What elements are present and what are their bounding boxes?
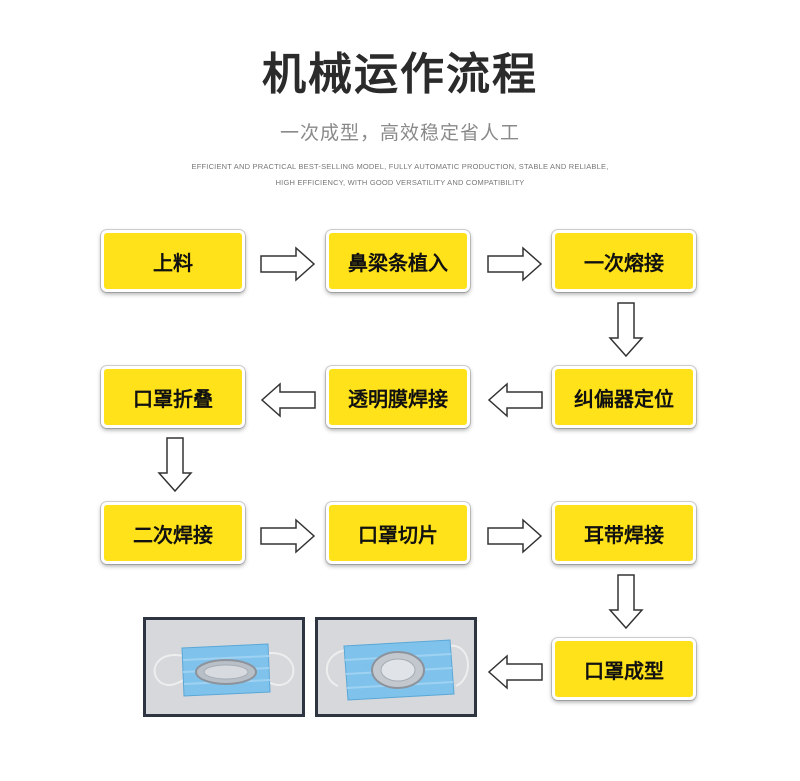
mask-product-photo-front bbox=[143, 617, 305, 717]
page-title: 机械运作流程 bbox=[262, 49, 538, 100]
down-arrow-icon bbox=[157, 437, 193, 493]
right-arrow-icon bbox=[487, 246, 543, 282]
right-arrow-icon bbox=[260, 246, 316, 282]
step-transparent-film-welding: 透明膜焊接 bbox=[326, 366, 470, 428]
page-subtitle: 一次成型，高效稳定省人工 bbox=[279, 122, 520, 144]
step-mask-forming: 口罩成型 bbox=[552, 638, 696, 700]
left-arrow-icon bbox=[487, 382, 543, 418]
step-deviation-corrector-positioning: 纠偏器定位 bbox=[552, 366, 696, 428]
mask-product-photo-angled bbox=[315, 617, 477, 717]
english-description-line-2: HIGH EFFICIENCY, WITH GOOD VERSATILITY A… bbox=[275, 178, 525, 187]
step-first-welding: 一次熔接 bbox=[552, 230, 696, 292]
down-arrow-icon bbox=[608, 574, 644, 630]
step-nose-bridge-insertion: 鼻梁条植入 bbox=[326, 230, 470, 292]
mask-illustration bbox=[146, 620, 302, 714]
right-arrow-icon bbox=[487, 518, 543, 554]
mask-illustration bbox=[318, 620, 474, 714]
step-feeding: 上料 bbox=[101, 230, 245, 292]
left-arrow-icon bbox=[487, 654, 543, 690]
step-second-welding: 二次焊接 bbox=[101, 502, 245, 564]
step-mask-slicing: 口罩切片 bbox=[326, 502, 470, 564]
step-mask-folding: 口罩折叠 bbox=[101, 366, 245, 428]
down-arrow-icon bbox=[608, 302, 644, 358]
left-arrow-icon bbox=[260, 382, 316, 418]
right-arrow-icon bbox=[260, 518, 316, 554]
step-ear-loop-welding: 耳带焊接 bbox=[552, 502, 696, 564]
english-description-line-1: EFFICIENT AND PRACTICAL BEST-SELLING MOD… bbox=[191, 162, 609, 171]
